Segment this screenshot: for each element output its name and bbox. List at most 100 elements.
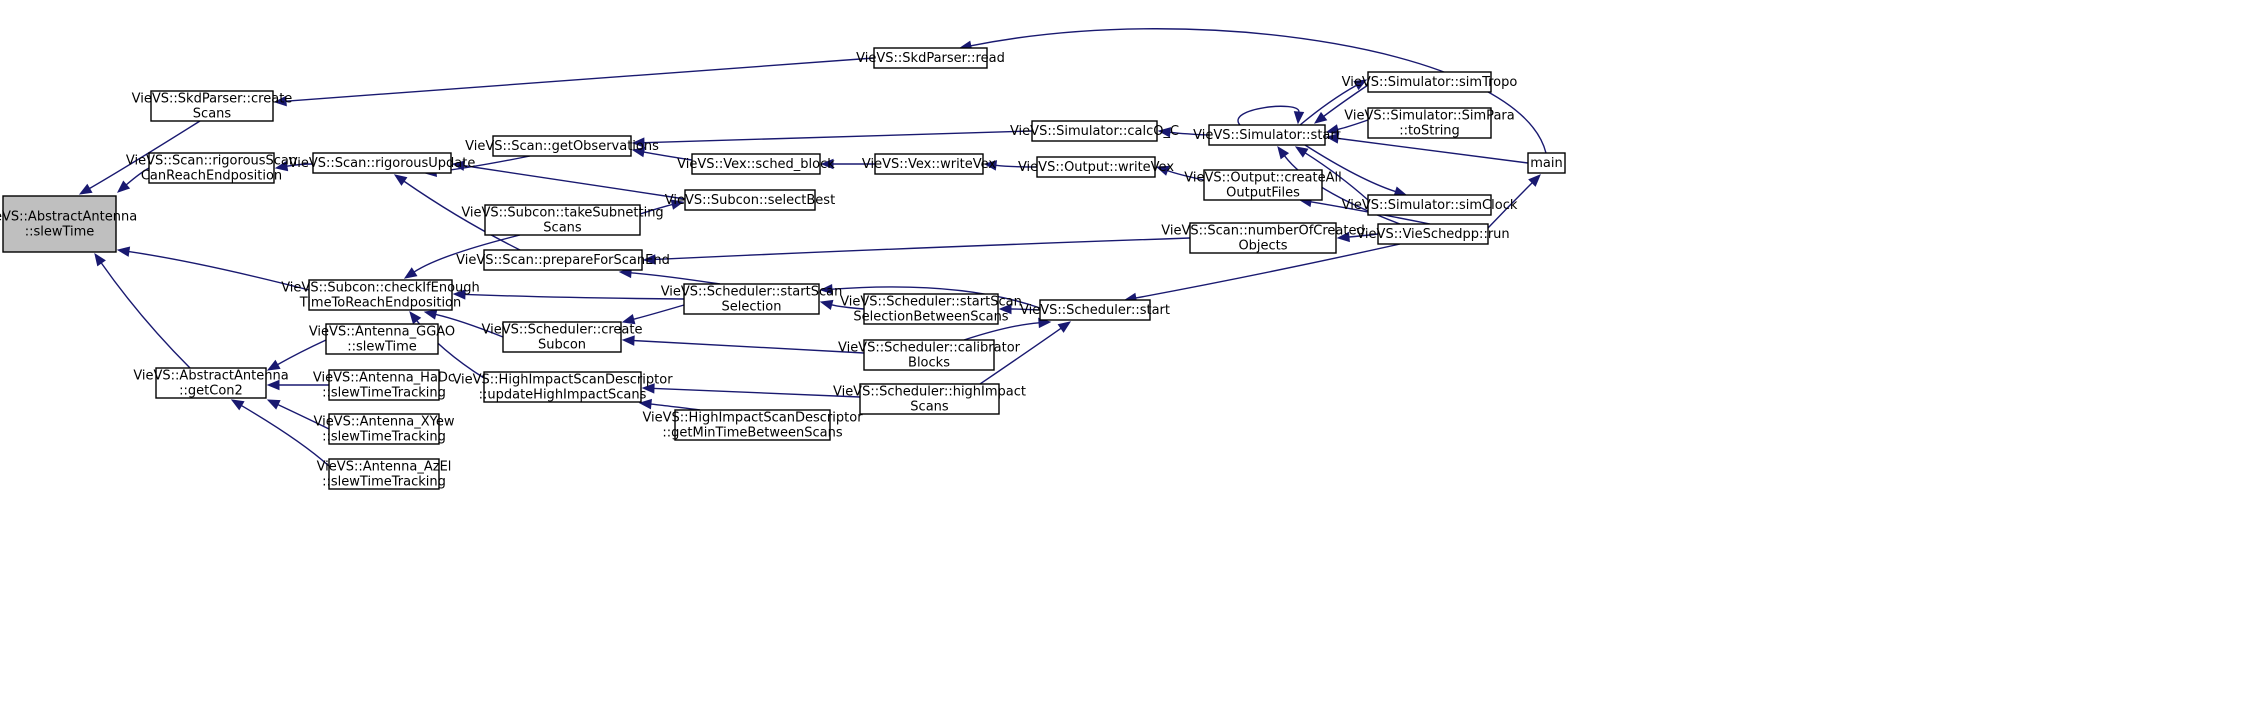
graph-node-n11[interactable]: VieVS::Simulator::SimPara::toString bbox=[1344, 107, 1515, 139]
graph-node-n30[interactable]: VieVS::HighImpactScanDescriptor::getMinT… bbox=[642, 409, 863, 441]
graph-node-n18[interactable]: VieVS::Subcon::selectBest bbox=[665, 189, 835, 211]
node-box bbox=[492, 135, 632, 157]
graph-node-n12[interactable]: VieVS::Simulator::simClock bbox=[1342, 194, 1518, 216]
node-box bbox=[1208, 124, 1326, 146]
node-label: VieVS::Subcon::takeSubnetting bbox=[461, 206, 663, 221]
edge-line bbox=[633, 304, 685, 320]
node-box bbox=[674, 409, 831, 441]
edge-line bbox=[435, 313, 504, 338]
node-label: Scans bbox=[193, 107, 232, 122]
node-label: VieVS::VieSchedpp::run bbox=[1356, 227, 1509, 242]
graph-node-n15[interactable]: VieVS::Vex::writeVex bbox=[862, 153, 997, 175]
edge-n20-n6 bbox=[393, 174, 521, 251]
edge-arrowhead bbox=[998, 303, 1012, 315]
graph-node-n9[interactable]: VieVS::Simulator::start bbox=[1193, 124, 1341, 146]
edge-n9-n8 bbox=[1157, 127, 1210, 138]
edge-arrowhead bbox=[403, 267, 418, 279]
edge-n23-n22 bbox=[452, 289, 685, 300]
graph-node-n32[interactable]: VieVS::Antenna_GGAO::slewTime bbox=[309, 323, 455, 355]
node-label: VieVS::Subcon::selectBest bbox=[665, 193, 835, 208]
edge-n29-n28 bbox=[641, 383, 861, 398]
edge-line bbox=[1135, 243, 1401, 299]
edge-n26-n22 bbox=[423, 309, 504, 338]
node-box bbox=[328, 413, 440, 445]
edge-line bbox=[979, 327, 1062, 385]
node-box bbox=[1377, 223, 1489, 245]
graph-node-n35[interactable]: VieVS::Antenna_AzEl::slewTimeTracking bbox=[317, 458, 452, 490]
edge-arrowhead bbox=[1057, 321, 1072, 333]
graph-node-n10[interactable]: VieVS::Simulator::simTropo bbox=[1342, 71, 1518, 93]
node-box bbox=[308, 279, 453, 311]
edge-n9-n9 bbox=[1237, 105, 1305, 126]
graph-node-n1: VieVS::AbstractAntenna::slewTime bbox=[0, 195, 137, 253]
graph-node-n8[interactable]: VieVS::Simulator::calcO_C bbox=[1010, 120, 1179, 142]
graph-node-n20[interactable]: VieVS::Scan::prepareForScanEnd bbox=[456, 249, 670, 271]
edge-line bbox=[100, 262, 191, 369]
edge-n23-n26 bbox=[621, 304, 685, 325]
edge-line bbox=[653, 387, 861, 398]
graph-node-n24[interactable]: VieVS::Scheduler::startScanSelectionBetw… bbox=[840, 293, 1022, 325]
graph-node-n16[interactable]: VieVS::Output::writeVex bbox=[1018, 156, 1174, 178]
edge-arrowhead bbox=[1353, 79, 1368, 91]
graph-node-n22[interactable]: VieVS::Subcon::checkIfEnoughTimeToReachE… bbox=[281, 279, 480, 311]
edge-n32-n31 bbox=[266, 339, 327, 371]
edge-line bbox=[277, 404, 330, 430]
edge-line bbox=[1299, 84, 1357, 126]
node-label: ::slewTime bbox=[25, 225, 95, 240]
edge-n2-n1 bbox=[78, 120, 201, 195]
edge-line bbox=[1304, 144, 1396, 193]
node-label: VieVS::Simulator::SimPara bbox=[1344, 109, 1514, 124]
edge-line bbox=[1348, 233, 1379, 238]
edge-n25-n24 bbox=[998, 303, 1041, 315]
graph-node-n28[interactable]: VieVS::HighImpactScanDescriptor::updateH… bbox=[452, 371, 673, 403]
edge-arrowhead bbox=[1294, 146, 1309, 158]
edge-n10-n9 bbox=[1313, 84, 1369, 124]
edge-line bbox=[241, 404, 330, 467]
edge-line bbox=[463, 164, 686, 200]
edge-line bbox=[831, 304, 865, 310]
node-label: VieVS::Scheduler::create bbox=[481, 323, 642, 338]
edge-n14-n7 bbox=[631, 146, 693, 161]
node-label: VieVS::AbstractAntenna bbox=[0, 210, 137, 225]
node-label: VieVS::Antenna_XYew bbox=[313, 415, 454, 430]
graph-node-n4[interactable]: main bbox=[1527, 152, 1566, 174]
edge-line bbox=[963, 322, 1040, 341]
edge-arrowhead bbox=[1277, 145, 1290, 160]
edge-arrowhead bbox=[1157, 127, 1172, 138]
graph-node-n6[interactable]: VieVS::Scan::rigorousUpdate bbox=[289, 152, 476, 174]
node-label: VieVS::SkdParser::read bbox=[856, 51, 1005, 66]
edge-line bbox=[643, 130, 1033, 144]
graph-node-n34[interactable]: VieVS::Antenna_XYew::slewTimeTracking bbox=[313, 413, 455, 445]
graph-node-n14[interactable]: VieVS::Vex::sched_block bbox=[677, 153, 835, 175]
node-label: VieVS::Output::createAll bbox=[1184, 171, 1341, 186]
graph-node-n13[interactable]: VieVS::VieSchedpp::run bbox=[1356, 223, 1510, 245]
edge-arrowhead bbox=[642, 254, 656, 265]
edge-line bbox=[1337, 119, 1369, 131]
edge-arrowhead bbox=[631, 137, 645, 148]
node-label: VieVS::Scan::rigorousUpdate bbox=[289, 156, 476, 171]
edge-arrowhead bbox=[670, 199, 685, 210]
edge-arrowhead bbox=[1325, 124, 1340, 135]
edge-arrowhead bbox=[983, 160, 998, 171]
graph-node-n33[interactable]: VieVS::Antenna_HaDc::slewTimeTracking bbox=[313, 369, 455, 401]
edge-n16-n15 bbox=[983, 160, 1038, 171]
node-box bbox=[874, 153, 984, 175]
node-label: VieVS::Scan::getObservations bbox=[465, 139, 659, 154]
graph-node-n7[interactable]: VieVS::Scan::getObservations bbox=[465, 135, 659, 157]
graph-node-n3[interactable]: VieVS::SkdParser::read bbox=[856, 47, 1005, 69]
edge-n13-n21 bbox=[1336, 231, 1379, 243]
graph-node-n31[interactable]: VieVS::AbstractAntenna::getCon2 bbox=[133, 367, 289, 399]
graph-node-n5[interactable]: VieVS::Scan::rigorousScanCanReachEndposi… bbox=[126, 152, 297, 184]
edge-arrowhead bbox=[266, 399, 281, 410]
node-box bbox=[1036, 156, 1156, 178]
graph-node-n25[interactable]: VieVS::Scheduler::start bbox=[1020, 299, 1170, 321]
edge-n6-n5 bbox=[274, 160, 314, 172]
